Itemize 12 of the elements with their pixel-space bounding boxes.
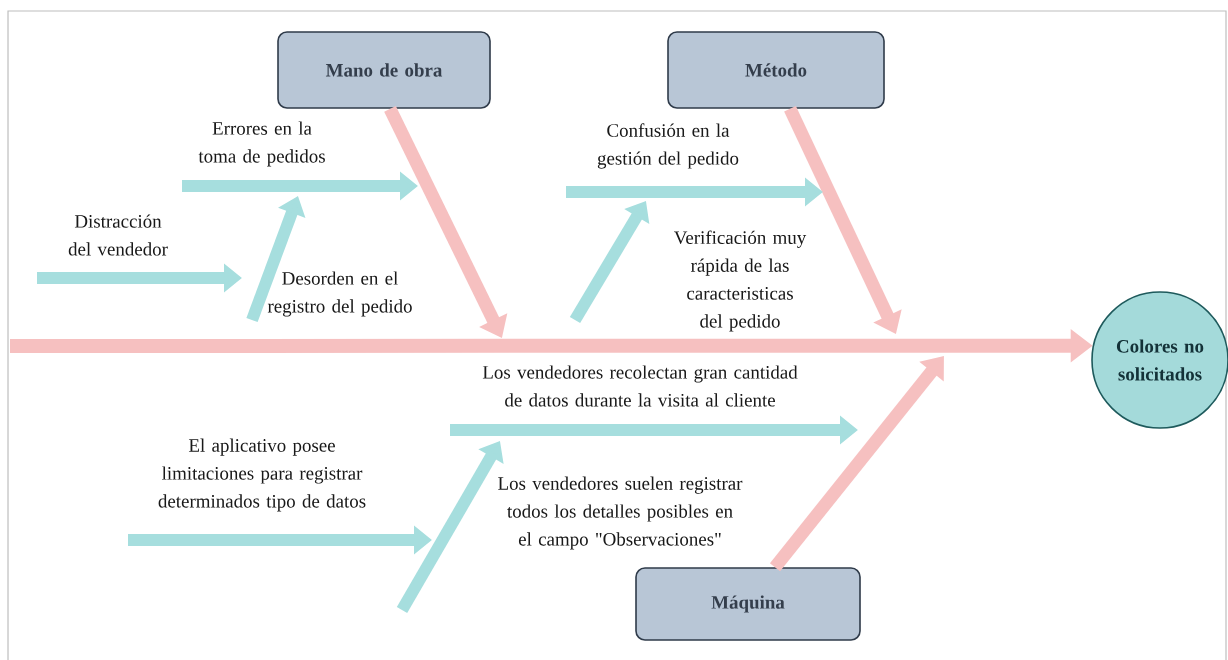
- cause-text: Confusión en la gestión del pedido: [597, 123, 739, 169]
- cause-text: El aplicativo posee limitaciones para registrar determinados tipo de datos: [158, 438, 366, 512]
- bone-arrow: [769, 356, 944, 572]
- cause-text: Los vendedores recolectan gran cantidad de datos durante la visita al cliente: [482, 365, 798, 407]
- cause-text: Los vendedores suelen registrar todos los detalles posibles en el campo "Observaciones": [498, 476, 743, 550]
- category-box: Método: [667, 31, 885, 109]
- category-box: Mano de obra: [277, 31, 491, 109]
- cause-text: Desorden en el registro del pedido: [267, 271, 412, 317]
- cause-text: Distracción del vendedor: [68, 214, 168, 256]
- category-box: Máquina: [635, 567, 861, 641]
- cause-text: Verificación muy rápida de las caracteristicas del pedido: [674, 230, 807, 332]
- cause-text: Errores en la toma de pedidos: [198, 121, 325, 167]
